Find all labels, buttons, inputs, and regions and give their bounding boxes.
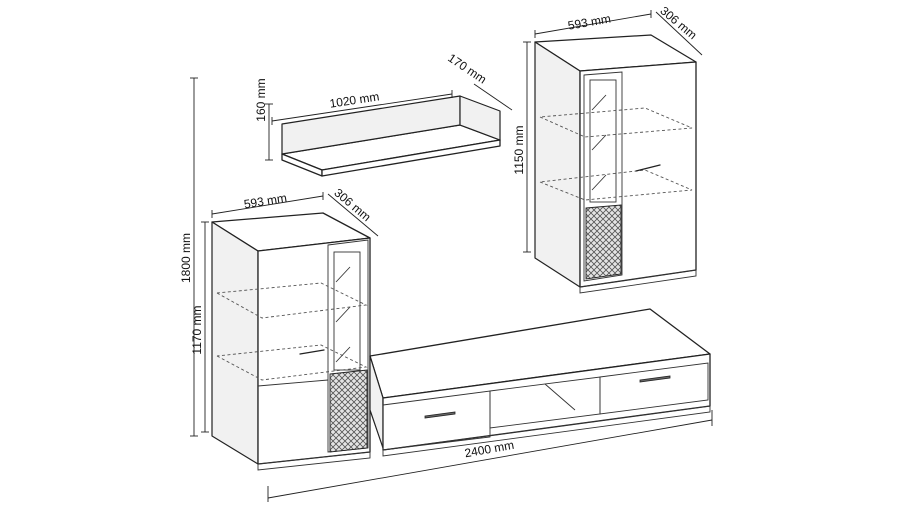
tall-cabinet-side bbox=[211, 221, 259, 465]
upper-glass-shelf-2 bbox=[539, 169, 693, 201]
shelf-height-label: 160 mm bbox=[254, 78, 268, 121]
shelf-width-dim-line bbox=[271, 93, 453, 122]
right-drawer-handle bbox=[639, 375, 671, 383]
tv-stand-open-compartment bbox=[489, 376, 601, 429]
upper-cabinet-glass-door bbox=[583, 71, 623, 282]
shelf-end-panel bbox=[459, 95, 501, 141]
upper-cabinet-handle bbox=[635, 164, 661, 172]
shelf-width-label: 1020 mm bbox=[329, 89, 381, 110]
upper-glass-shelf-1 bbox=[539, 107, 693, 138]
tall-glass-shelf-1 bbox=[216, 282, 368, 319]
shelf-side-edge bbox=[321, 139, 501, 177]
tall-height-label: 1170 mm bbox=[190, 305, 204, 354]
tall-depth-dim-line bbox=[327, 193, 379, 237]
tall-depth-label: 306 mm bbox=[331, 186, 373, 225]
wall-shelf bbox=[281, 95, 501, 177]
shelf-depth-label: 170 mm bbox=[445, 51, 489, 87]
upper-depth-label: 306 mm bbox=[657, 4, 699, 43]
upper-height-label: 1150 mm bbox=[512, 125, 526, 174]
left-drawer-handle bbox=[424, 411, 456, 419]
upper-depth-dim-line bbox=[655, 11, 703, 56]
tall-width-label: 593 mm bbox=[243, 191, 288, 212]
upper-cabinet-side bbox=[534, 41, 581, 288]
tall-cabinet-glass-door bbox=[327, 239, 369, 453]
tv-stand-left-drawer bbox=[382, 390, 491, 451]
upper-width-dim-line bbox=[534, 13, 652, 35]
tv-stand bbox=[369, 308, 711, 457]
total-width-dim-line bbox=[267, 419, 713, 499]
tall-cabinet bbox=[211, 212, 371, 471]
upper-glass-pane bbox=[589, 79, 617, 203]
tall-glass-shelf-2 bbox=[216, 344, 368, 381]
tall-width-dim-line bbox=[211, 195, 324, 215]
shelf-depth-dim-line bbox=[473, 83, 513, 111]
total-width-label: 2400 mm bbox=[463, 438, 515, 460]
upper-width-label: 593 mm bbox=[567, 11, 612, 32]
tall-cabinet-handle bbox=[299, 349, 325, 355]
total-height-label: 1800 mm bbox=[179, 233, 193, 283]
tall-glass-pane bbox=[333, 251, 361, 371]
upper-cabinet bbox=[534, 34, 697, 294]
